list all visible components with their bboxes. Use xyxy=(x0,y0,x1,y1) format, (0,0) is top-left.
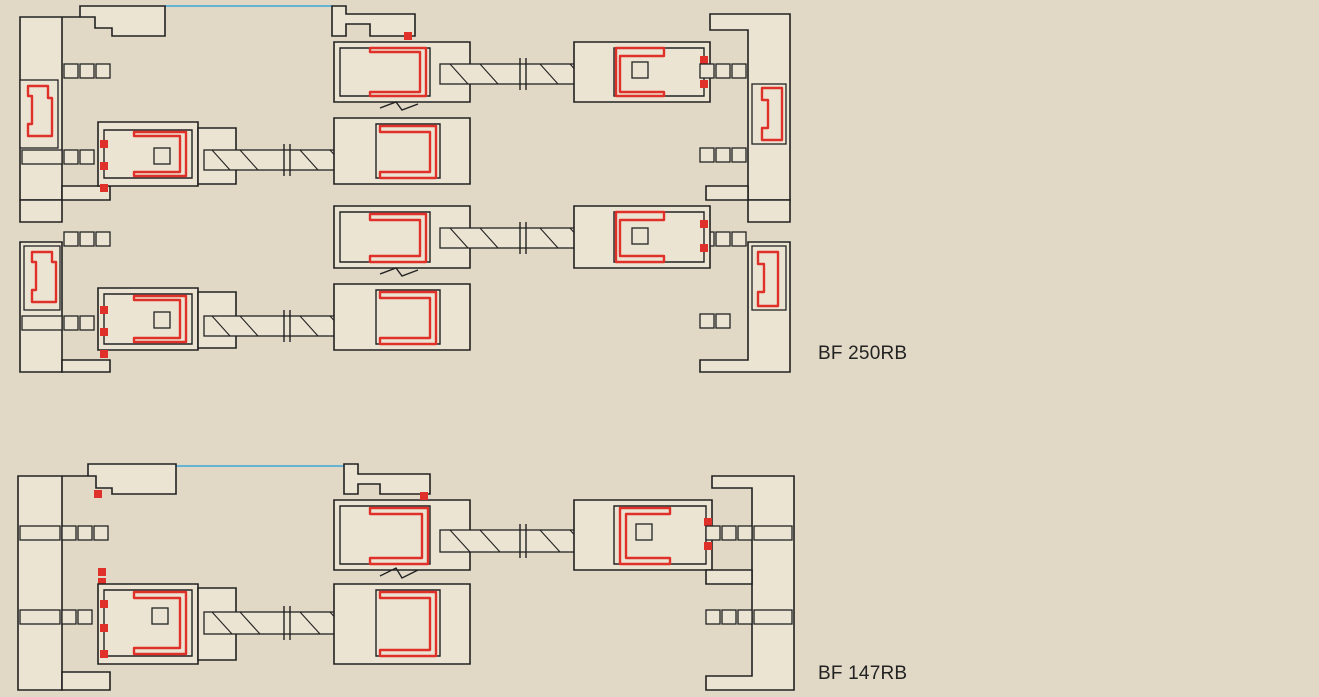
right-outer-frame xyxy=(699,13,791,373)
left-glazing-lower xyxy=(197,291,375,349)
left-glazing xyxy=(197,587,375,661)
bf250rb-section xyxy=(19,5,791,373)
right-glazing-lower xyxy=(439,222,611,254)
left-sash-upper xyxy=(97,121,199,192)
center-sash-upper xyxy=(331,5,471,185)
center-sash xyxy=(333,463,471,665)
left-outer-frame xyxy=(17,463,177,691)
center-sash-lower xyxy=(333,205,471,351)
right-sash-upper xyxy=(573,41,711,103)
left-sash xyxy=(97,583,199,665)
right-outer-frame xyxy=(705,475,795,691)
right-sash xyxy=(573,499,713,571)
left-sash-lower xyxy=(97,287,199,358)
profile-label-bf250rb: BF 250RB xyxy=(818,343,908,364)
left-glazing-upper xyxy=(197,127,375,185)
bf147rb-section xyxy=(17,463,795,691)
right-sash-lower xyxy=(573,205,711,269)
left-outer-frame xyxy=(19,5,166,373)
profile-label-bf147rb: BF 147RB xyxy=(818,663,908,684)
